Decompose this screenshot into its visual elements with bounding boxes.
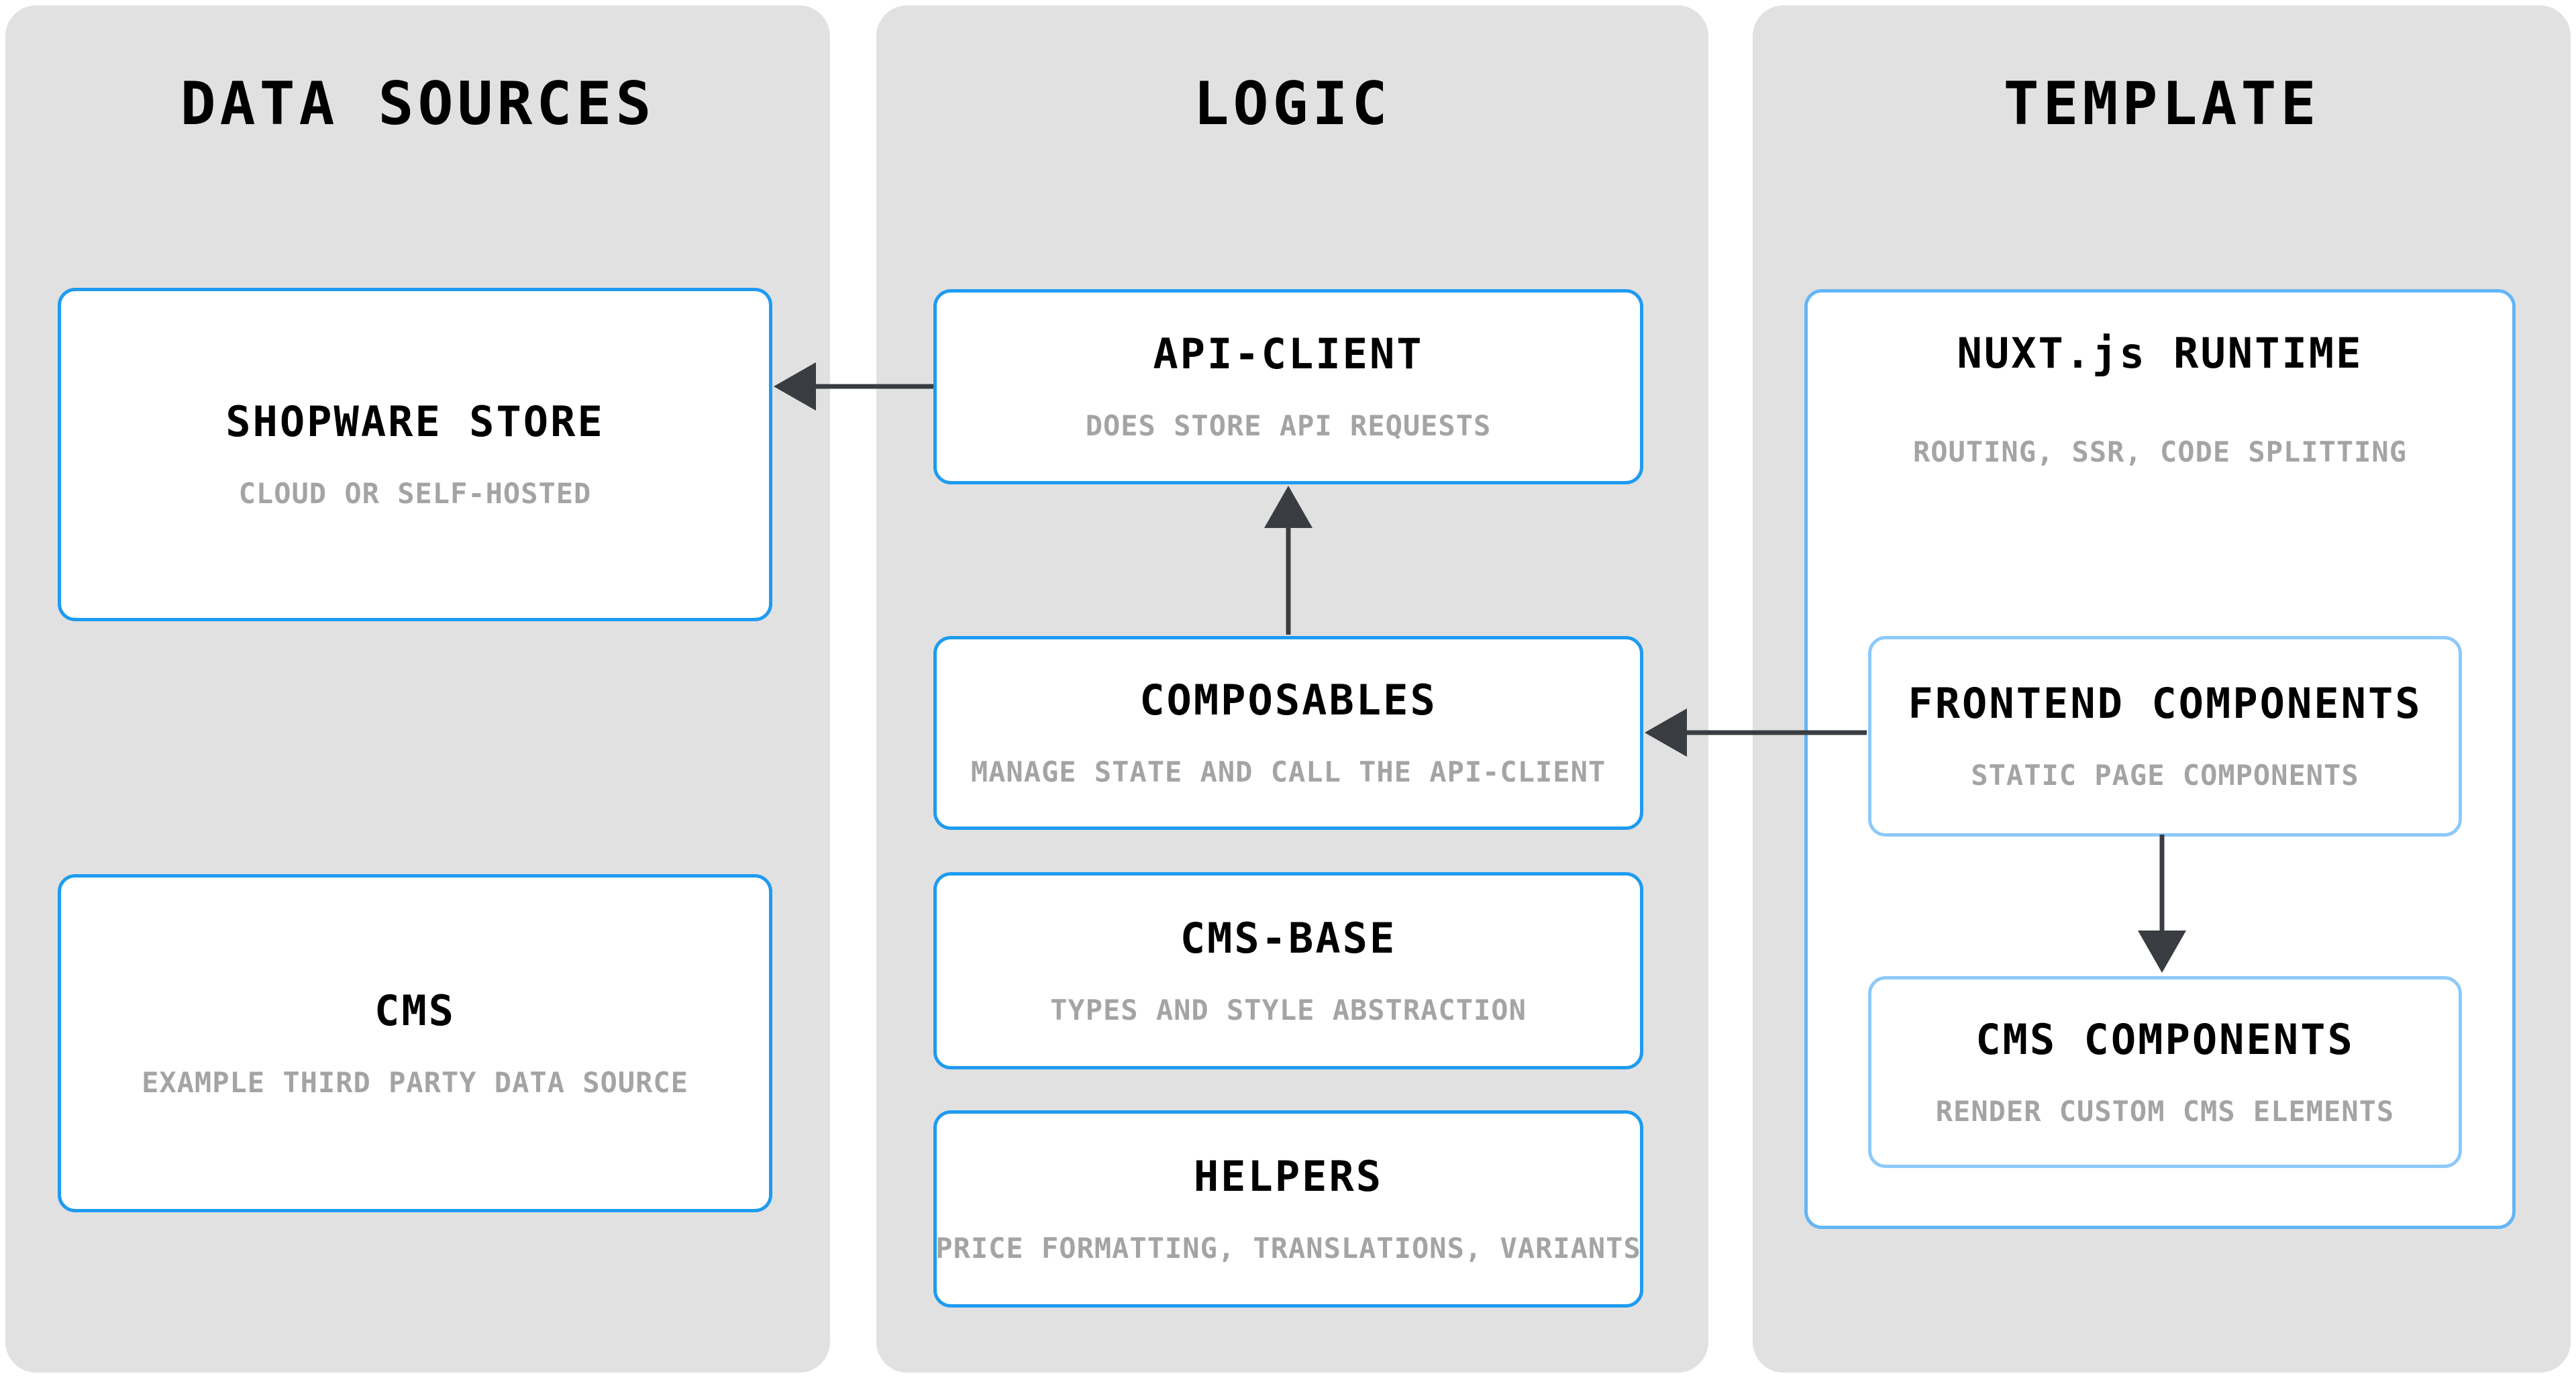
column-template: TEMPLATE NUXT.js RUNTIME ROUTING, SSR, C… bbox=[1753, 5, 2571, 1373]
box-cms: CMS EXAMPLE THIRD PARTY DATA SOURCE bbox=[58, 874, 772, 1212]
box-cms-components-title: CMS COMPONENTS bbox=[1975, 1014, 2355, 1064]
box-cms-components-subtitle: RENDER CUSTOM CMS ELEMENTS bbox=[1935, 1094, 2395, 1128]
box-helpers-title: HELPERS bbox=[1193, 1151, 1384, 1201]
box-shopware-store-subtitle: CLOUD OR SELF-HOSTED bbox=[238, 477, 592, 510]
box-cms-base-title: CMS-BASE bbox=[1180, 913, 1397, 963]
box-cms-components: CMS COMPONENTS RENDER CUSTOM CMS ELEMENT… bbox=[1868, 976, 2462, 1168]
box-nuxt-runtime: NUXT.js RUNTIME ROUTING, SSR, CODE SPLIT… bbox=[1804, 289, 2516, 1229]
box-frontend-components-subtitle: STATIC PAGE COMPONENTS bbox=[1971, 759, 2359, 792]
box-api-client-title: API-CLIENT bbox=[1153, 329, 1424, 378]
box-cms-subtitle: EXAMPLE THIRD PARTY DATA SOURCE bbox=[142, 1065, 688, 1099]
box-api-client: API-CLIENT DOES STORE API REQUESTS bbox=[933, 289, 1643, 484]
column-data-sources: DATA SOURCES SHOPWARE STORE CLOUD OR SEL… bbox=[5, 5, 830, 1373]
box-helpers-subtitle: PRICE FORMATTING, TRANSLATIONS, VARIANTS bbox=[935, 1231, 1641, 1265]
box-composables-subtitle: MANAGE STATE AND CALL THE API-CLIENT bbox=[970, 755, 1606, 788]
box-cms-base: CMS-BASE TYPES AND STYLE ABSTRACTION bbox=[933, 872, 1643, 1069]
box-api-client-subtitle: DOES STORE API REQUESTS bbox=[1085, 409, 1492, 442]
column-title-data-sources: DATA SOURCES bbox=[180, 69, 656, 138]
box-cms-base-subtitle: TYPES AND STYLE ABSTRACTION bbox=[1050, 993, 1527, 1026]
box-shopware-store: SHOPWARE STORE CLOUD OR SELF-HOSTED bbox=[58, 288, 772, 621]
column-logic: LOGIC API-CLIENT DOES STORE API REQUESTS… bbox=[876, 5, 1708, 1373]
box-composables: COMPOSABLES MANAGE STATE AND CALL THE AP… bbox=[933, 636, 1643, 830]
box-composables-title: COMPOSABLES bbox=[1139, 676, 1437, 725]
box-helpers: HELPERS PRICE FORMATTING, TRANSLATIONS, … bbox=[933, 1110, 1643, 1308]
box-nuxt-runtime-title: NUXT.js RUNTIME bbox=[1957, 329, 2363, 378]
column-title-logic: LOGIC bbox=[1193, 69, 1392, 138]
box-cms-title: CMS bbox=[374, 986, 456, 1035]
box-shopware-store-title: SHOPWARE STORE bbox=[225, 397, 605, 446]
column-title-template: TEMPLATE bbox=[2003, 69, 2320, 138]
box-frontend-components: FRONTEND COMPONENTS STATIC PAGE COMPONEN… bbox=[1868, 636, 2462, 837]
box-nuxt-runtime-subtitle: ROUTING, SSR, CODE SPLITTING bbox=[1912, 435, 2407, 468]
box-frontend-components-title: FRONTEND COMPONENTS bbox=[1908, 679, 2422, 728]
